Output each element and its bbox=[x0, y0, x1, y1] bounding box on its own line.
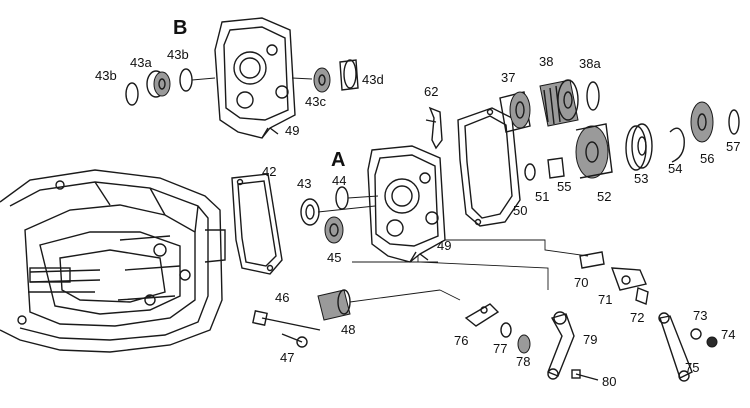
sleeve-48 bbox=[317, 289, 351, 321]
ring-38a bbox=[586, 81, 600, 111]
label-42: 42 bbox=[262, 164, 276, 179]
label-80: 80 bbox=[602, 374, 616, 389]
label-73: 73 bbox=[693, 308, 707, 323]
label-48: 48 bbox=[341, 322, 355, 337]
circlip-54 bbox=[669, 127, 685, 163]
bearing-56 bbox=[690, 101, 714, 143]
shift-fork-62 bbox=[428, 106, 443, 150]
group-label-a: A bbox=[331, 149, 345, 171]
label-38a: 38a bbox=[579, 56, 601, 71]
label-76: 76 bbox=[454, 333, 468, 348]
label-52: 52 bbox=[597, 189, 611, 204]
group-label-b: B bbox=[173, 17, 187, 39]
label-43: 43 bbox=[297, 176, 311, 191]
label-38: 38 bbox=[539, 54, 553, 69]
label-53: 53 bbox=[634, 171, 648, 186]
gear-stack bbox=[425, 79, 740, 181]
bearing-43a bbox=[153, 71, 171, 97]
washer-73 bbox=[690, 328, 702, 340]
washer-77 bbox=[500, 322, 512, 338]
label-43c: 43c bbox=[305, 94, 326, 109]
label-46: 46 bbox=[275, 290, 289, 305]
label-43b-right: 43b bbox=[167, 47, 189, 62]
snap-ring-43b-right bbox=[179, 68, 193, 92]
bolt-46 bbox=[261, 317, 321, 331]
label-47: 47 bbox=[280, 350, 294, 365]
label-57: 57 bbox=[726, 139, 740, 154]
label-54: 54 bbox=[668, 161, 682, 176]
label-71: 71 bbox=[598, 292, 612, 307]
label-56: 56 bbox=[700, 151, 714, 166]
lever-75 bbox=[659, 315, 693, 379]
snap-ring-43b-left bbox=[125, 82, 139, 106]
ring-44 bbox=[335, 186, 349, 210]
label-43d: 43d bbox=[362, 72, 384, 87]
label-45: 45 bbox=[327, 250, 341, 265]
cover-b-assembly bbox=[125, 17, 359, 139]
label-51: 51 bbox=[535, 189, 549, 204]
gear-52 bbox=[575, 125, 609, 179]
bush-55 bbox=[547, 157, 565, 179]
label-49-mid: 49 bbox=[437, 238, 451, 253]
label-37: 37 bbox=[501, 70, 515, 85]
label-44: 44 bbox=[332, 173, 346, 188]
label-62: 62 bbox=[424, 84, 438, 99]
label-79: 79 bbox=[583, 332, 597, 347]
label-75: 75 bbox=[685, 360, 699, 375]
linkage-parts bbox=[252, 239, 718, 382]
label-43b-left: 43b bbox=[95, 68, 117, 83]
bearing-45 bbox=[324, 216, 344, 244]
needle-bearing-43c bbox=[313, 67, 331, 93]
ring-51 bbox=[524, 163, 536, 181]
label-43a: 43a bbox=[130, 55, 152, 70]
lever-76 bbox=[464, 303, 500, 327]
nut-74 bbox=[706, 336, 718, 348]
label-77: 77 bbox=[493, 341, 507, 356]
pin-72 bbox=[635, 287, 649, 305]
bolt-80 bbox=[575, 373, 599, 381]
label-70: 70 bbox=[574, 275, 588, 290]
label-50: 50 bbox=[513, 203, 527, 218]
label-78: 78 bbox=[516, 354, 530, 369]
gasket-42 bbox=[231, 173, 283, 275]
transmission-housing bbox=[0, 169, 226, 353]
pin-70 bbox=[579, 251, 605, 269]
nut-47 bbox=[296, 336, 308, 348]
label-72: 72 bbox=[630, 310, 644, 325]
label-55: 55 bbox=[557, 179, 571, 194]
label-49-top: 49 bbox=[285, 123, 299, 138]
ring-57 bbox=[728, 109, 740, 135]
gasket-rear bbox=[457, 107, 521, 227]
bush-78 bbox=[517, 334, 531, 354]
seal-43 bbox=[300, 198, 320, 226]
cover-a-assembly bbox=[231, 107, 521, 275]
lever-71 bbox=[610, 267, 647, 291]
labels: B A 43b 43a 43b 49 43c 43d 62 37 38 38a … bbox=[95, 17, 740, 389]
label-74: 74 bbox=[721, 327, 735, 342]
